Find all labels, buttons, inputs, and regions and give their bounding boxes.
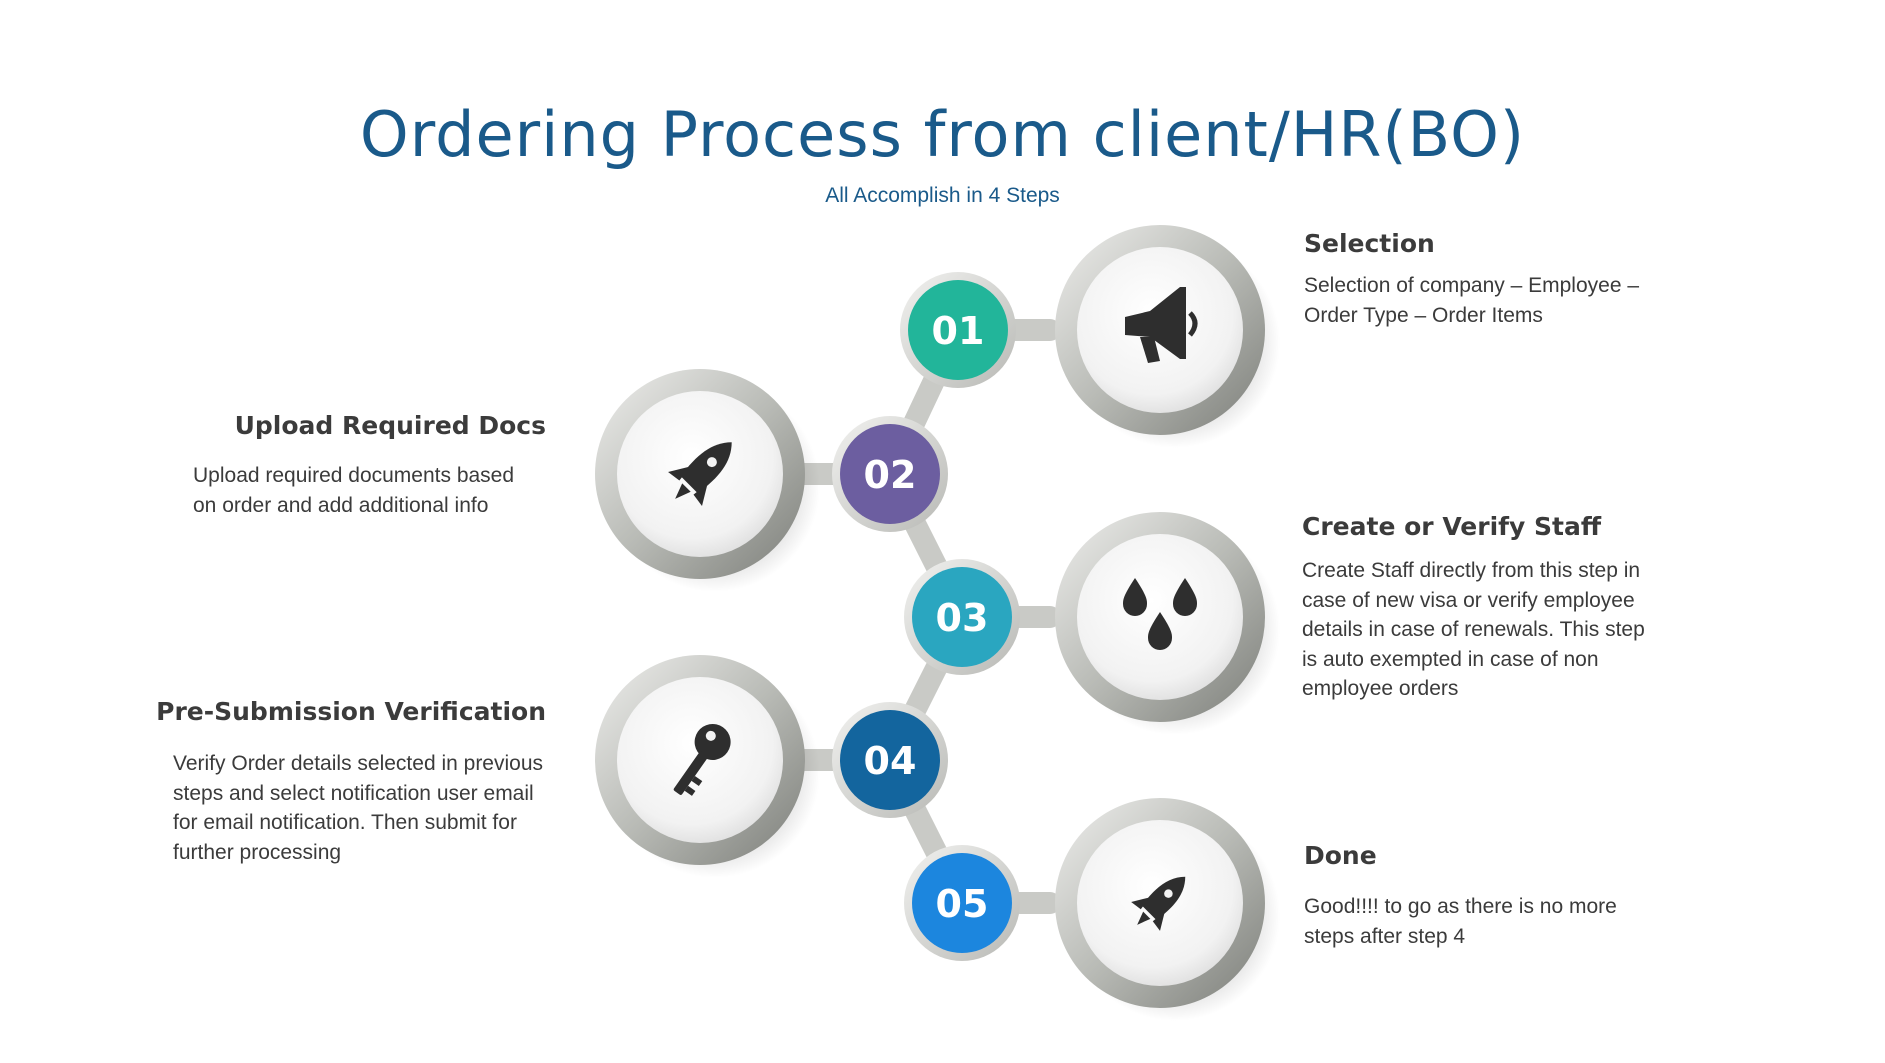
step-5-icon-circle — [1055, 798, 1280, 1021]
step-2-number-badge: 02 — [832, 416, 948, 532]
step-1-number: 01 — [932, 309, 985, 353]
step-1-icon-circle — [1055, 225, 1280, 448]
step-3-title: Create or Verify Staff — [1302, 512, 1602, 541]
page-subtitle: All Accomplish in 4 Steps — [825, 184, 1060, 207]
step-4-number-badge: 04 — [832, 702, 948, 818]
step-3-number-badge: 03 — [904, 559, 1020, 675]
step-2-number: 02 — [864, 453, 917, 497]
number-circles: 01 02 03 04 05 — [832, 272, 1020, 961]
step-3-description: Create Staff directly from this step in … — [1302, 559, 1645, 700]
step-3-number: 03 — [936, 596, 989, 640]
step-4-icon-circle — [595, 655, 820, 878]
step-2-description: Upload required documents based on order… — [193, 464, 515, 517]
key-icon — [673, 723, 731, 796]
step-4-title: Pre-Submission Verification — [156, 697, 546, 726]
rocket-icon — [668, 442, 732, 506]
rocket-icon — [1131, 876, 1186, 931]
megaphone-icon — [1125, 287, 1198, 363]
step-1-title: Selection — [1304, 229, 1435, 258]
step-1-description: Selection of company – Employee – Order … — [1304, 274, 1640, 327]
step-2-icon-circle — [595, 369, 820, 592]
step-5-description: Good!!!! to go as there is no more steps… — [1304, 895, 1617, 948]
step-4-number: 04 — [864, 739, 917, 783]
step-2-title: Upload Required Docs — [234, 411, 546, 440]
step-4-description: Verify Order details selected in previou… — [173, 752, 544, 864]
step-5-number-badge: 05 — [904, 845, 1020, 961]
page-title: Ordering Process from client/HR(BO) — [359, 98, 1526, 171]
step-1-number-badge: 01 — [900, 272, 1016, 388]
drops-icon — [1123, 578, 1197, 650]
step-5-title: Done — [1304, 841, 1377, 870]
step-3-icon-circle — [1055, 512, 1280, 735]
step-5-number: 05 — [936, 882, 989, 926]
